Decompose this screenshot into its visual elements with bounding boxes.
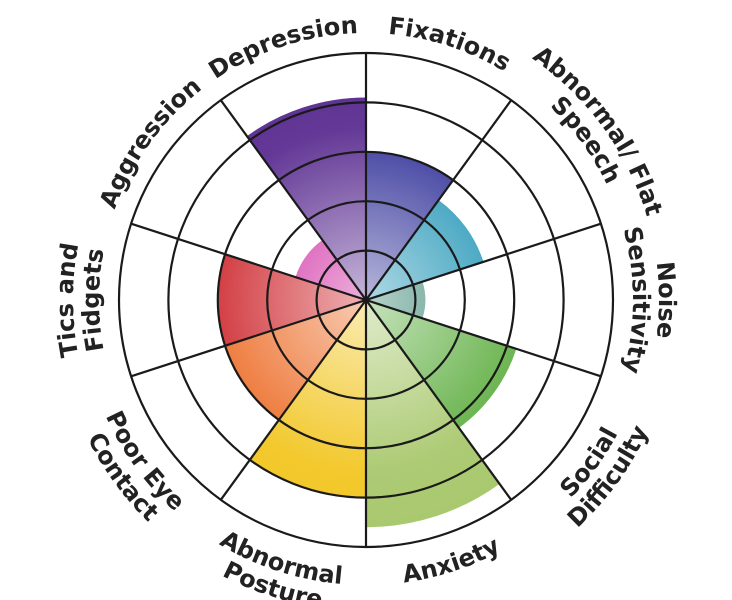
category-label-anxiety: Anxiety (400, 531, 504, 588)
grid-spoke-4 (365, 298, 602, 378)
grid-spoke-8 (130, 298, 367, 378)
grid-spoke-7 (219, 299, 367, 501)
wedge-abnormal-flat-speech (366, 200, 484, 300)
category-label-text: Tics and (51, 241, 84, 360)
category-label-depression: Depression (204, 11, 359, 84)
category-label-text: Anxiety (400, 531, 504, 588)
category-label-aggression: Aggression (94, 72, 206, 212)
wedge-depression (246, 97, 366, 301)
wedge-noise-sensitivity (366, 281, 426, 319)
category-label-text: Noise (651, 260, 681, 340)
grid-spoke-10 (219, 99, 367, 301)
wedge-fixations (366, 151, 454, 300)
category-label-text: Depression (204, 11, 359, 84)
chart-grid (117, 51, 615, 549)
wedge-poor-eye-contact (225, 300, 366, 420)
wedge-tics-and-fidgets (217, 254, 366, 346)
grid-spoke-5 (365, 299, 513, 501)
category-label-text: Sensitivity (618, 224, 656, 377)
wedge-aggression (295, 240, 366, 300)
grid-spoke-3 (365, 222, 602, 302)
wedge-abnormal-posture (249, 300, 366, 498)
grid-spoke-2 (365, 99, 513, 301)
grid-spoke-9 (130, 222, 367, 302)
category-label-text: Aggression (94, 72, 206, 212)
category-label-text: Fidgets (77, 246, 110, 354)
